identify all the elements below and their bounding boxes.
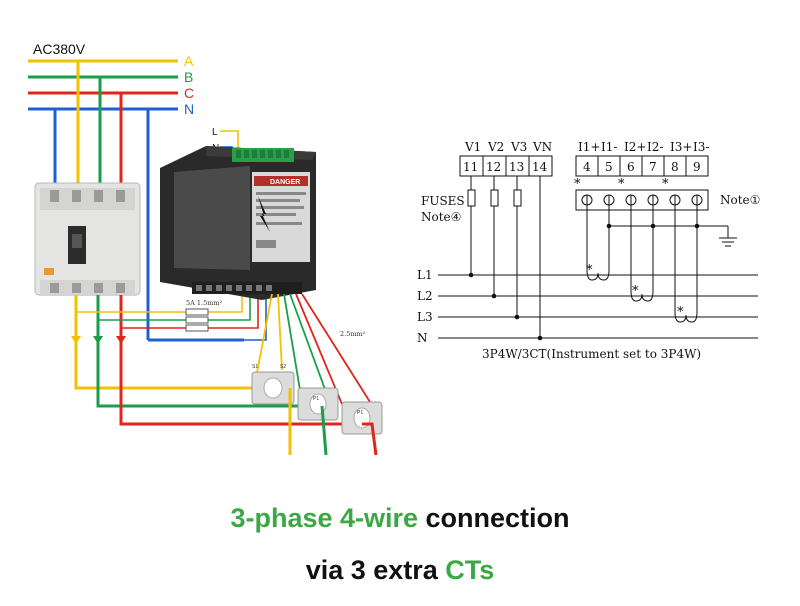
svg-text:*: * xyxy=(574,177,581,192)
terminal-num-12: 12 xyxy=(486,160,501,174)
caption-highlight-cts: CTs xyxy=(445,555,495,585)
svg-text:*: * xyxy=(662,177,669,192)
ct1-s1-label: S1 xyxy=(252,364,258,370)
terminal-num-13: 13 xyxy=(509,160,524,174)
svg-text:*: * xyxy=(586,263,593,278)
caption-text-connection: connection xyxy=(418,503,570,533)
svg-text:*: * xyxy=(632,284,639,299)
ct3-p1-label: P1 xyxy=(357,410,363,416)
caption-highlight-wiring: 3-phase 4-wire xyxy=(230,503,419,533)
line-label-l3: L3 xyxy=(417,310,433,324)
ct-wire-spec-label: 2.5mm² xyxy=(340,330,366,338)
svg-text:*: * xyxy=(677,305,684,320)
caption-line-1: 3-phase 4-wire connection xyxy=(0,503,800,534)
phase-label-b: B xyxy=(184,69,193,85)
fuse-spec-label: 5A 1.5mm² xyxy=(186,299,223,307)
aux-label-l: L xyxy=(212,127,218,138)
line-label-n: N xyxy=(417,331,428,345)
current-transformer-1: S1 S2 xyxy=(251,364,295,405)
bus-bars xyxy=(28,59,178,111)
current-terminal-block xyxy=(575,155,709,177)
voltage-sense-wires xyxy=(76,295,267,341)
ct-connector-box xyxy=(575,189,709,211)
current-transformer-3: P1 xyxy=(341,401,383,435)
terminal-name-i2m: I2- xyxy=(647,140,663,154)
ct1-s2-label: S2 xyxy=(280,364,286,370)
polarity-marks-ct: * * * xyxy=(586,263,684,320)
terminal-num-5: 5 xyxy=(605,160,613,174)
terminal-name-v1: V1 xyxy=(464,140,481,154)
current-transformer-2: P1 xyxy=(297,387,339,421)
ct-primary-conductors xyxy=(288,388,378,456)
phase-label-a: A xyxy=(184,53,194,69)
phase-label-n: N xyxy=(184,101,194,117)
fuse-symbols xyxy=(467,189,522,207)
terminal-name-v3: V3 xyxy=(510,140,527,154)
ct2-p1-label: P1 xyxy=(313,396,319,402)
terminal-num-11: 11 xyxy=(463,160,478,174)
aux-wire-l xyxy=(220,130,239,150)
terminal-name-i3p: I3+ xyxy=(670,140,692,154)
terminal-num-6: 6 xyxy=(627,160,635,174)
power-meter: DANGER xyxy=(160,146,316,300)
polarity-marks-top: * * * xyxy=(574,177,669,192)
terminal-name-v2: V2 xyxy=(487,140,504,154)
caption-line-2: via 3 extra CTs xyxy=(0,555,800,586)
circuit-breaker xyxy=(34,182,141,296)
fuses-label: FUSES xyxy=(421,194,465,208)
schematic-wires xyxy=(438,176,758,339)
terminal-name-i1p: I1+ xyxy=(578,140,600,154)
note4-label: Note④ xyxy=(421,210,461,224)
note1-label: Note① xyxy=(720,193,760,207)
left-wiring-diagram: AC380V A B C N xyxy=(28,41,383,456)
junction-dots xyxy=(468,223,700,341)
terminal-name-vn: VN xyxy=(532,140,552,154)
bus-drops xyxy=(53,61,150,340)
line-label-l2: L2 xyxy=(417,289,433,303)
caption-text-via: via 3 extra xyxy=(305,555,446,585)
flow-arrows xyxy=(71,336,126,344)
voltage-terminal-block xyxy=(459,155,553,177)
supply-voltage-label: AC380V xyxy=(33,41,86,57)
terminal-num-8: 8 xyxy=(671,160,679,174)
fuse-holders xyxy=(185,308,209,332)
terminal-name-i3m: I3- xyxy=(693,140,709,154)
wiring-mode-label: 3P4W/3CT(Instrument set to 3P4W) xyxy=(482,347,701,361)
right-schematic: V1 V2 V3 VN 11 12 13 14 I1+ I1- I2+ I2- … xyxy=(417,140,760,361)
ct-wires xyxy=(255,293,371,405)
svg-text:*: * xyxy=(618,177,625,192)
terminal-num-4: 4 xyxy=(583,160,591,174)
line-label-l1: L1 xyxy=(417,268,433,282)
terminal-name-i2p: I2+ xyxy=(624,140,646,154)
terminal-name-i1m: I1- xyxy=(601,140,617,154)
phase-label-c: C xyxy=(184,85,194,101)
terminal-num-9: 9 xyxy=(693,160,701,174)
terminal-num-14: 14 xyxy=(532,160,548,174)
terminal-num-7: 7 xyxy=(649,160,657,174)
meter-danger-label: DANGER xyxy=(270,179,300,186)
